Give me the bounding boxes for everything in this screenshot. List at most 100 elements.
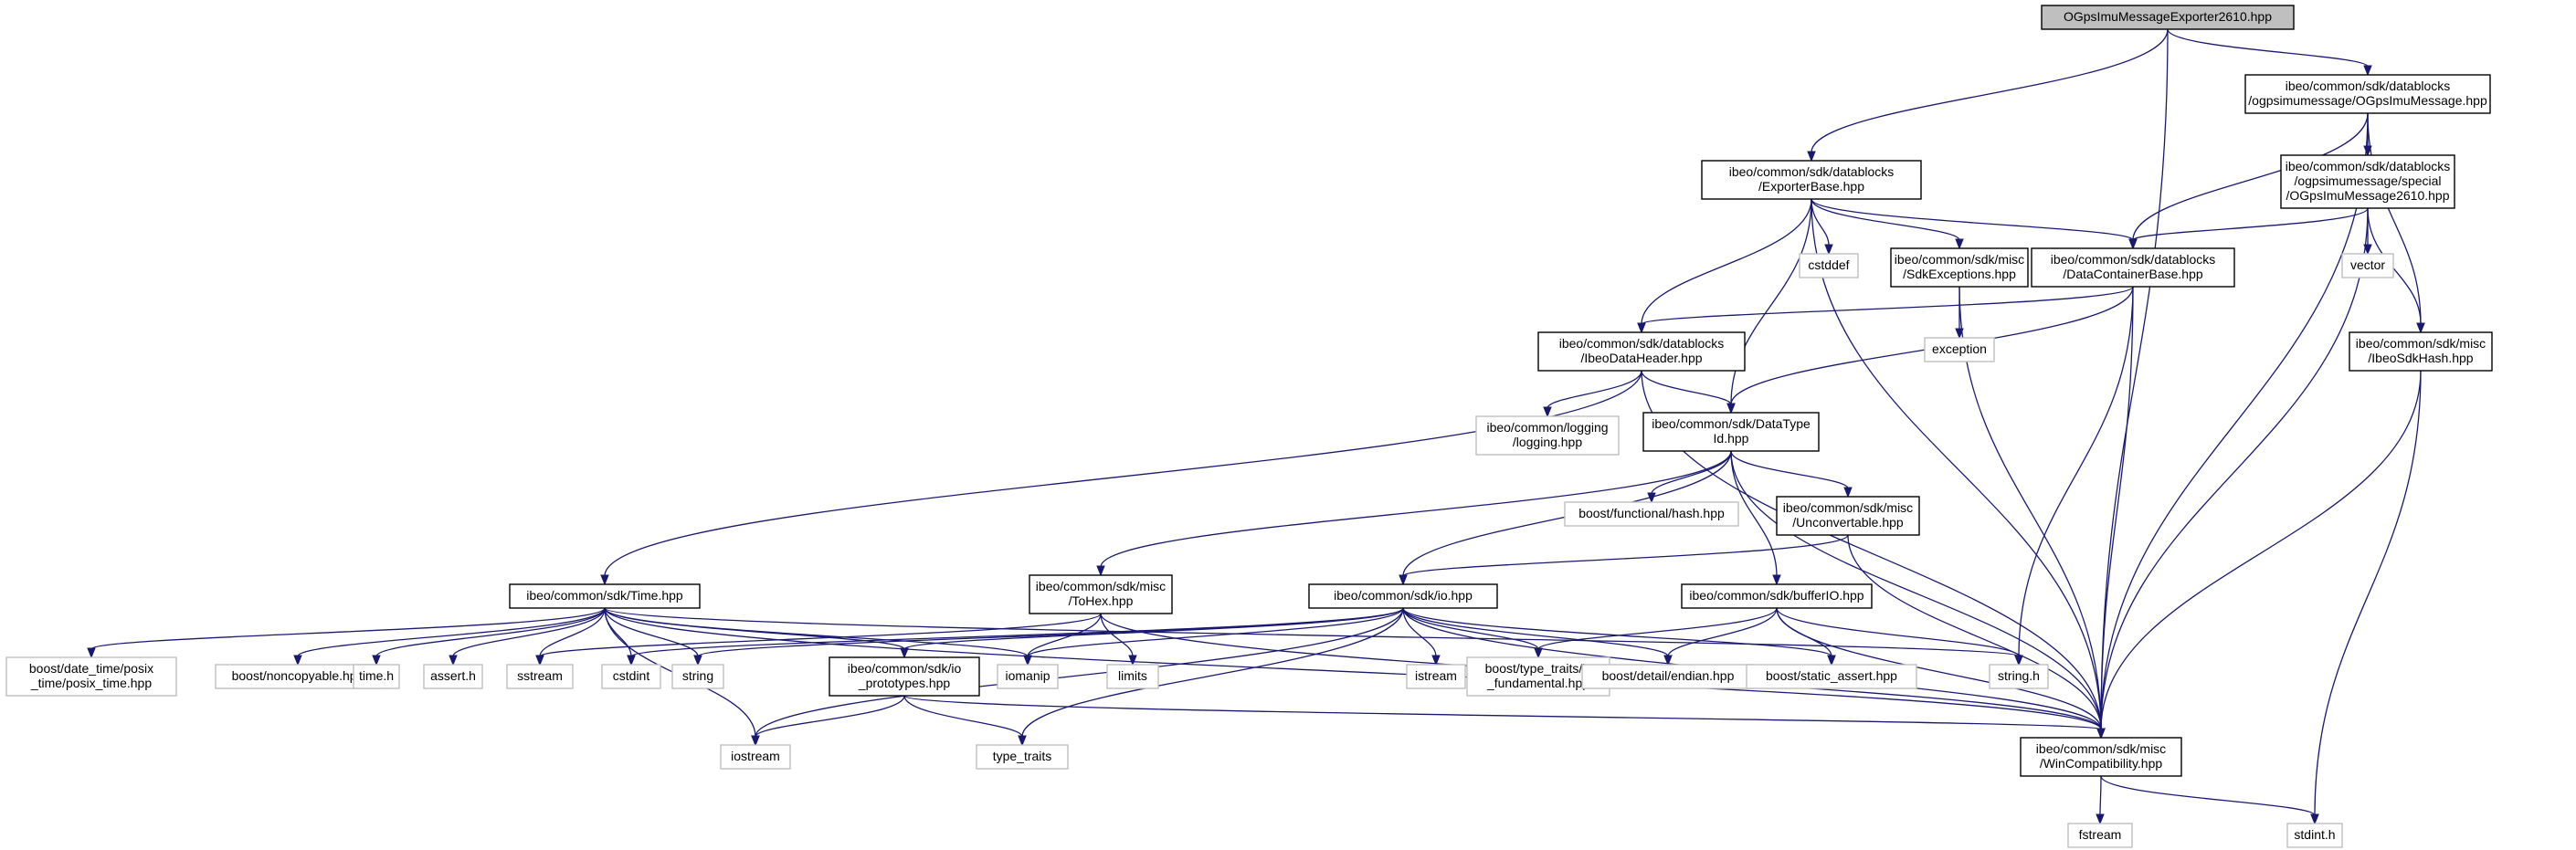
edge-exporterbase-to-sdkexceptions [1811, 198, 1960, 241]
arrowhead-wincompat-to-fstream [2096, 813, 2105, 825]
node-stringh: string.h [1989, 664, 2049, 689]
edge-io-to-typetraits [1021, 607, 1404, 738]
node-box-staticassert [1746, 664, 1917, 689]
edge-ogpsimu-to-datacontainerbase [2132, 112, 2369, 241]
node-box-boosthash [1564, 501, 1739, 527]
edge-io-to-iomanip [1027, 607, 1404, 657]
edge-exporterbase-to-datatypeid [1730, 198, 1812, 405]
arrowhead-unconvertable-to-io [1399, 574, 1408, 586]
arrowhead-io-to-istream [1431, 655, 1441, 666]
node-label-tohex-line-0: ibeo/common/sdk/misc [1036, 579, 1166, 593]
node-stdinth: stdint.h [2286, 823, 2343, 848]
node-root[interactable]: OGpsImuMessageExporter2610.hpp [2041, 5, 2295, 30]
node-label-sdkexceptions-line-1: /SdkExceptions.hpp [1903, 267, 2016, 281]
edge-ogpsimu-to-wincompat [2100, 112, 2369, 730]
node-wincompat[interactable]: ibeo/common/sdk/misc/WinCompatibility.hp… [2020, 737, 2182, 777]
node-label-timeh-line-0: time.h [359, 668, 394, 683]
node-label-istream-line-0: istream [1415, 668, 1457, 683]
node-label-cstdint-line-0: cstdint [613, 668, 650, 683]
node-box-exception [1924, 337, 1995, 362]
node-label-asserth-line-0: assert.h [430, 668, 476, 683]
arrowhead-ibeodataheader-to-datatypeid [1726, 403, 1736, 415]
node-label-ibeodataheader-line-0: ibeo/common/sdk/datablocks [1559, 336, 1725, 351]
node-label-logging-line-1: /logging.hpp [1513, 435, 1583, 449]
node-label-boosthash-line-0: boost/functional/hash.hpp [1578, 506, 1725, 520]
node-label-typetraitsfund-line-0: boost/type_traits/is [1485, 661, 1592, 676]
node-box-sdkexceptions [1890, 247, 2029, 288]
edge-tohex-to-limits [1100, 613, 1134, 657]
node-label-iostream-line-0: iostream [731, 749, 780, 763]
arrowhead-ibeodataheader-to-time [600, 574, 609, 586]
arrowhead-ioprototypes-to-wincompat [2096, 728, 2106, 740]
edge-datatypeid-to-wincompat [1730, 450, 2102, 730]
node-label-unconvertable-line-0: ibeo/common/sdk/misc [1783, 500, 1913, 515]
node-label-logging-line-0: ibeo/common/logging [1486, 420, 1608, 435]
node-label-cstddef-line-0: cstddef [1808, 257, 1849, 272]
node-box-datatypeid [1642, 412, 1820, 452]
node-label-ogpsimu-line-1: /ogpsimumessage/OGpsImuMessage.hpp [2248, 93, 2487, 108]
edge-ioprototypes-to-iostream [755, 695, 905, 738]
node-ogpsimu[interactable]: ibeo/common/sdk/datablocks/ogpsimumessag… [2244, 74, 2491, 114]
edge-datatypeid-to-unconvertable [1730, 450, 1849, 489]
edge-datacontainerbase-to-wincompat [2100, 286, 2134, 730]
node-box-stdinth [2286, 823, 2343, 848]
edge-time-to-noncopyable [297, 607, 606, 657]
node-time[interactable]: ibeo/common/sdk/Time.hpp [509, 583, 701, 609]
edge-ibeosdkhash-to-stdinth [2314, 370, 2422, 816]
edge-time-to-timeh [375, 607, 606, 657]
edge-bufferio-to-stringh [1776, 607, 2020, 657]
node-box-time [509, 583, 701, 609]
edge-tohex-to-sstream [539, 613, 1102, 657]
node-ibeosdkhash[interactable]: ibeo/common/sdk/misc/IbeoSdkHash.hpp [2349, 331, 2493, 372]
node-label-staticassert-line-0: boost/static_assert.hpp [1766, 668, 1897, 683]
edge-exporterbase-to-wincompat [1811, 198, 2102, 730]
node-label-ogps2610-line-1: /ogpsimumessage/special [2294, 173, 2441, 188]
edge-exporterbase-to-ibeodataheader [1641, 198, 1812, 325]
edge-bufferio-to-typetraitsfund [1537, 607, 1778, 650]
node-label-string-line-0: string [682, 668, 713, 683]
arrowhead-ioprototypes-to-typetraits [1018, 735, 1027, 747]
node-tohex[interactable]: ibeo/common/sdk/misc/ToHex.hpp [1029, 574, 1173, 614]
edge-wincompat-to-fstream [2099, 775, 2102, 816]
node-io[interactable]: ibeo/common/sdk/io.hpp [1308, 583, 1498, 609]
node-box-limits [1106, 664, 1159, 689]
node-label-iomanip-line-0: iomanip [1005, 668, 1050, 683]
node-box-tohex [1029, 574, 1173, 614]
node-istream: istream [1406, 664, 1466, 689]
node-label-sstream-line-0: sstream [517, 668, 563, 683]
node-sdkexceptions[interactable]: ibeo/common/sdk/misc/SdkExceptions.hpp [1890, 247, 2029, 288]
edge-io-to-endian [1402, 607, 1669, 657]
node-label-root-line-0: OGpsImuMessageExporter2610.hpp [2064, 9, 2272, 24]
arrowhead-exporterbase-to-sdkexceptions [1955, 238, 1964, 250]
node-string: string [671, 664, 724, 689]
node-datacontainerbase[interactable]: ibeo/common/sdk/datablocks/DataContainer… [2031, 247, 2235, 288]
node-logging: ibeo/common/logging/logging.hpp [1475, 415, 1620, 456]
node-exporterbase[interactable]: ibeo/common/sdk/datablocks/ExporterBase.… [1701, 160, 1922, 200]
node-box-bufferio [1681, 583, 1873, 609]
edge-io-to-istream [1402, 607, 1437, 657]
node-limits: limits [1106, 664, 1159, 689]
arrowhead-io-to-cstdint [627, 655, 636, 666]
node-ioprototypes[interactable]: ibeo/common/sdk/io_prototypes.hpp [829, 656, 980, 697]
node-box-istream [1406, 664, 1466, 689]
node-unconvertable[interactable]: ibeo/common/sdk/misc/Unconvertable.hpp [1776, 496, 1920, 536]
node-bufferio[interactable]: ibeo/common/sdk/bufferIO.hpp [1681, 583, 1873, 609]
node-label-endian-line-0: boost/detail/endian.hpp [1602, 668, 1735, 683]
node-ogps2610[interactable]: ibeo/common/sdk/datablocks/ogpsimumessag… [2280, 154, 2455, 209]
node-box-sstream [506, 664, 574, 689]
arrowhead-time-to-noncopyable [293, 655, 302, 666]
arrowhead-exporterbase-to-datacontainerbase [2128, 238, 2138, 250]
node-label-ogps2610-line-0: ibeo/common/sdk/datablocks [2286, 159, 2451, 173]
node-label-stringh-line-0: string.h [1998, 668, 2040, 683]
node-label-limits-line-0: limits [1118, 668, 1147, 683]
edge-time-to-asserth [452, 607, 606, 657]
node-label-wincompat-line-1: /WinCompatibility.hpp [2040, 756, 2163, 771]
node-box-ogps2610 [2280, 154, 2455, 209]
edge-tohex-to-iomanip [1027, 613, 1102, 657]
arrowhead-datatypeid-to-bufferio [1772, 574, 1781, 586]
arrowhead-exporterbase-to-cstddef [1824, 244, 1833, 256]
node-ibeodataheader[interactable]: ibeo/common/sdk/datablocks/IbeoDataHeade… [1537, 331, 1746, 372]
edge-time-to-stringh [604, 607, 2020, 657]
node-box-string [671, 664, 724, 689]
